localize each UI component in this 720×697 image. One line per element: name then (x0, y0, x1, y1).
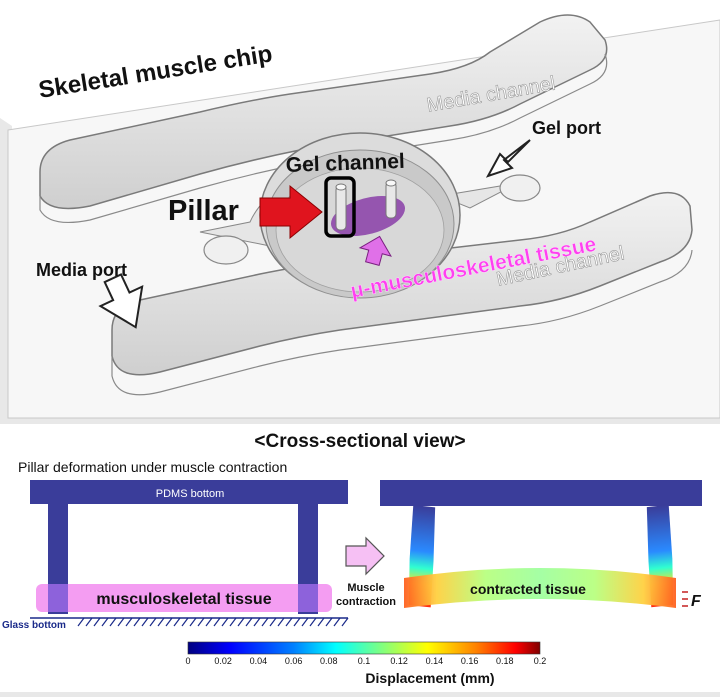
pillar-red-arrow (259, 184, 323, 240)
pillar-label: Pillar (168, 195, 239, 227)
contraction-label-line2: contraction (336, 596, 396, 608)
colorbar-ticks: 0 0.02 0.04 0.06 0.08 0.1 0.12 0.14 0.16 0.18 0.2 (185, 656, 546, 666)
tissue-cross-label: musculoskeletal tissue (96, 591, 271, 608)
colorbar-tick-label: 0.1 (358, 656, 371, 666)
gel-channel-label: Gel channel (285, 150, 405, 177)
tissue-pink-arrow (358, 235, 392, 266)
gel-port-arrow (485, 139, 531, 178)
tissue-and-pillars (324, 176, 405, 238)
colorbar-tick-label: 0.2 (534, 656, 547, 666)
gel-channel-chamber (199, 132, 541, 299)
colorbar-tick-label: 0.04 (250, 656, 268, 666)
media-port-arrow (98, 273, 144, 329)
annotation-arrows (98, 139, 531, 329)
colorbar-label: Displacement (mm) (365, 670, 494, 686)
contraction-arrow: Muscle contraction (336, 536, 396, 608)
colorbar-tick-label: 0 (185, 656, 190, 666)
glass-bottom-label: Glass bottom (2, 620, 66, 631)
cross-section-subtitle: Pillar deformation under muscle contract… (18, 459, 287, 475)
pillar-highlight-box (324, 176, 356, 238)
gel-port-label: Gel port (532, 118, 601, 138)
cross-section-title: <Cross-sectional view> (254, 431, 465, 452)
pdms-bottom-label: PDMS bottom (156, 488, 224, 500)
colorbar-tick-label: 0.12 (390, 656, 408, 666)
colorbar-tick-label: 0.16 (461, 656, 479, 666)
colorbar-tick-label: 0.06 (285, 656, 303, 666)
deformed-cross-section: contracted tissue F (380, 480, 702, 610)
colorbar-tick-label: 0.14 (426, 656, 444, 666)
colorbar-tick-label: 0.08 (320, 656, 338, 666)
colorbar-tick-label: 0.18 (496, 656, 514, 666)
undeformed-cross-section: PDMS bottom musculoskeletal tissue Glass… (2, 480, 349, 631)
force-symbol: F (691, 593, 702, 610)
contracted-tissue-label: contracted tissue (470, 581, 586, 597)
media-port-label: Media port (36, 260, 127, 280)
colorbar-tick-label: 0.02 (214, 656, 232, 666)
contraction-label-line1: Muscle (347, 582, 384, 594)
